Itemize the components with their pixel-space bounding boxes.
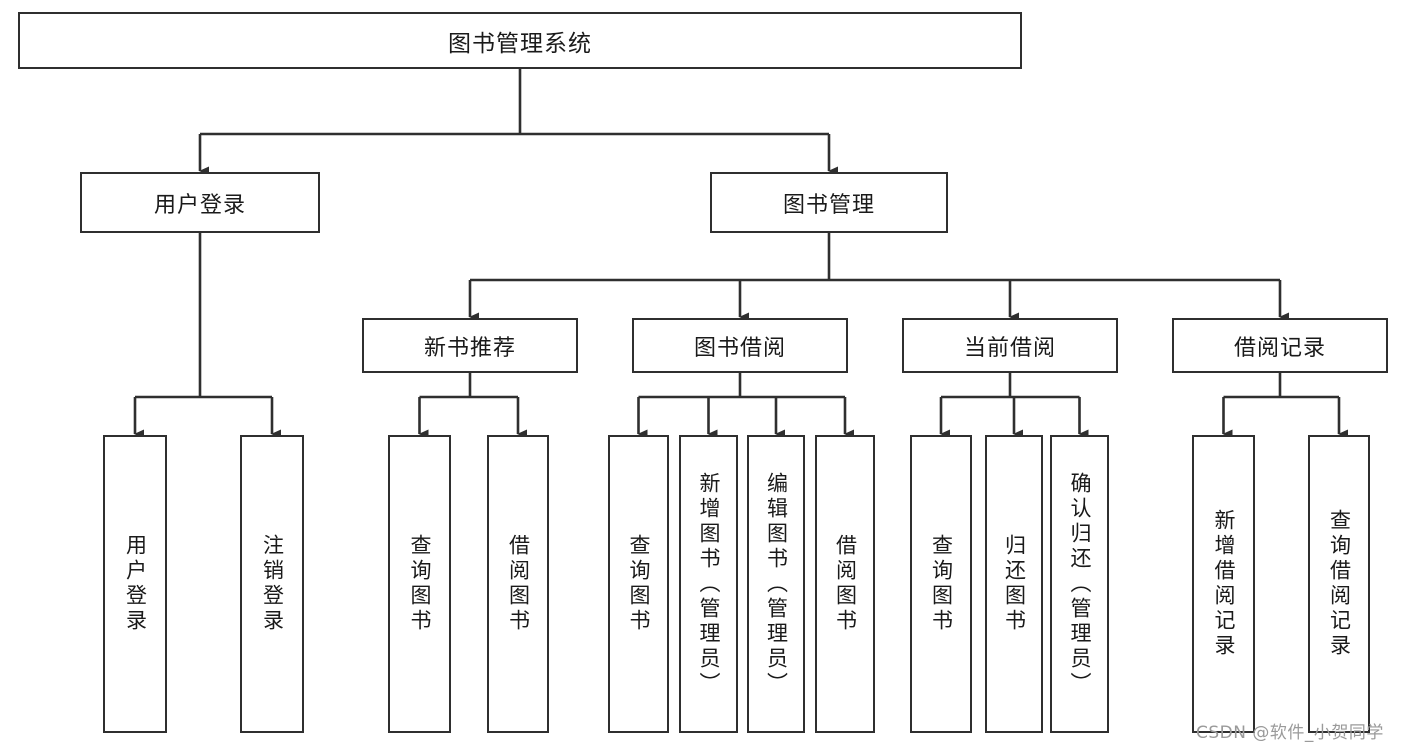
node-label: 查询图书 [408,534,432,634]
node-label: 图书借阅 [693,335,786,361]
node-label: 查询图书 [929,534,954,634]
node-book-borrow[interactable]: 图书借阅 [632,318,848,373]
node-leaf-user-login[interactable]: 用户登录 [103,435,167,733]
node-leaf-borrow-book-1[interactable]: 借阅图书 [487,435,549,733]
node-root[interactable]: 图书管理系统 [18,12,1022,69]
node-label: 查询图书 [627,534,651,634]
node-label: 归还图书 [1002,534,1027,634]
node-label: 图书管理 [782,192,875,218]
node-label: 新书推荐 [423,335,516,361]
node-label: 查询借阅记录 [1327,509,1352,659]
node-current-borrow[interactable]: 当前借阅 [902,318,1118,373]
node-new-book-recommend[interactable]: 新书推荐 [362,318,578,373]
node-borrow-record[interactable]: 借阅记录 [1172,318,1388,373]
node-label: 新增借阅记录 [1212,509,1236,659]
node-leaf-add-book[interactable]: 新增图书（管理员） [679,435,738,733]
node-leaf-query-book-2[interactable]: 查询图书 [608,435,669,733]
node-leaf-logout[interactable]: 注销登录 [240,435,304,733]
node-leaf-borrow-book-2[interactable]: 借阅图书 [815,435,875,733]
node-label: 注销登录 [260,534,285,634]
node-leaf-edit-book[interactable]: 编辑图书（管理员） [747,435,805,733]
node-label: 借阅图书 [833,534,858,634]
node-leaf-query-record[interactable]: 查询借阅记录 [1308,435,1370,733]
node-label: 确认归还（管理员） [1068,471,1092,697]
node-user-login[interactable]: 用户登录 [80,172,320,233]
node-leaf-add-record[interactable]: 新增借阅记录 [1192,435,1255,733]
node-label: 当前借阅 [963,335,1056,361]
node-label: 编辑图书（管理员） [764,471,789,697]
node-label: 新增图书（管理员） [697,471,721,697]
node-label: 用户登录 [153,192,246,218]
csdn-watermark: CSDN @软件_小贺同学 [1196,723,1384,743]
node-label: 借阅图书 [506,534,531,634]
node-leaf-confirm-return[interactable]: 确认归还（管理员） [1050,435,1109,733]
node-leaf-query-book-3[interactable]: 查询图书 [910,435,972,733]
node-label: 图书管理系统 [448,30,592,57]
node-leaf-query-book-1[interactable]: 查询图书 [388,435,451,733]
node-leaf-return-book[interactable]: 归还图书 [985,435,1043,733]
node-label: 借阅记录 [1233,335,1326,361]
node-book-manage[interactable]: 图书管理 [710,172,948,233]
node-label: 用户登录 [123,534,148,634]
